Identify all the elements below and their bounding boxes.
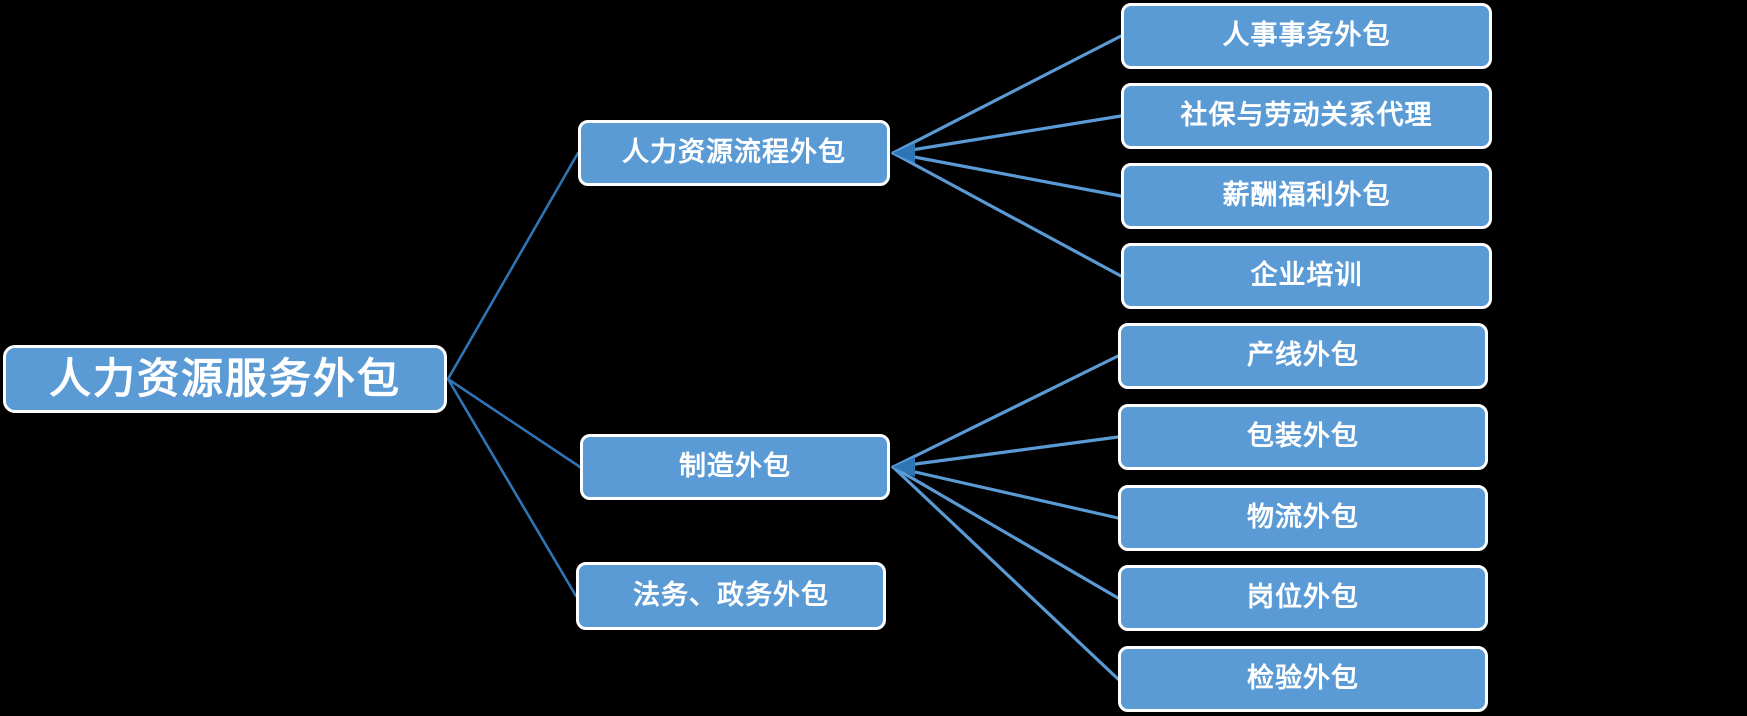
arrow-branch-1: [893, 143, 915, 163]
edge-branch-1-to-leaf-1: [891, 34, 1123, 155]
edge-branch-1-to-leaf-2: [891, 114, 1123, 155]
node-leaf-packaging-label: 包装外包: [1247, 421, 1359, 452]
edge-branch-2-to-leaf-1: [891, 354, 1120, 469]
node-branch-hr-process-label: 人力资源流程外包: [622, 137, 846, 168]
node-branch-manufacturing[interactable]: 制造外包: [580, 434, 890, 500]
node-branch-legal-government-label: 法务、政务外包: [633, 580, 829, 611]
edge-root-to-branch-3: [446, 377, 578, 598]
node-leaf-production-line[interactable]: 产线外包: [1118, 323, 1488, 389]
node-root[interactable]: 人力资源服务外包: [3, 345, 447, 413]
node-leaf-production-line-label: 产线外包: [1247, 340, 1359, 371]
node-leaf-personnel-affairs[interactable]: 人事事务外包: [1121, 3, 1492, 69]
edge-branch-2-to-leaf-2: [891, 435, 1120, 469]
node-leaf-logistics-label: 物流外包: [1247, 502, 1359, 533]
node-root-label: 人力资源服务外包: [48, 354, 401, 402]
node-leaf-inspection[interactable]: 检验外包: [1118, 646, 1488, 712]
arrow-branch-2: [893, 457, 915, 477]
node-leaf-position[interactable]: 岗位外包: [1118, 565, 1488, 631]
node-branch-legal-government[interactable]: 法务、政务外包: [576, 562, 886, 630]
edge-branch-2-to-leaf-4: [891, 465, 1120, 600]
edge-root-to-branch-1: [446, 151, 580, 381]
node-branch-manufacturing-label: 制造外包: [679, 451, 791, 482]
node-branch-hr-process[interactable]: 人力资源流程外包: [578, 120, 890, 186]
edge-branch-1-to-leaf-4: [891, 151, 1123, 278]
node-leaf-inspection-label: 检验外包: [1247, 663, 1359, 694]
node-leaf-corporate-training[interactable]: 企业培训: [1121, 243, 1492, 309]
node-leaf-position-label: 岗位外包: [1247, 582, 1359, 613]
node-leaf-packaging[interactable]: 包装外包: [1118, 404, 1488, 470]
edge-branch-2-to-leaf-5: [891, 465, 1120, 681]
node-leaf-compensation-benefits-label: 薪酬福利外包: [1222, 180, 1391, 211]
node-leaf-logistics[interactable]: 物流外包: [1118, 485, 1488, 551]
node-leaf-compensation-benefits[interactable]: 薪酬福利外包: [1121, 163, 1492, 229]
node-leaf-social-insurance-labor-label: 社保与劳动关系代理: [1180, 100, 1433, 131]
node-leaf-corporate-training-label: 企业培训: [1250, 260, 1363, 291]
edge-root-to-branch-2: [446, 377, 582, 469]
node-leaf-personnel-affairs-label: 人事事务外包: [1222, 20, 1391, 51]
edge-branch-1-to-leaf-3: [891, 151, 1123, 198]
edge-branch-2-to-leaf-3: [891, 465, 1120, 520]
node-leaf-social-insurance-labor[interactable]: 社保与劳动关系代理: [1121, 83, 1492, 149]
